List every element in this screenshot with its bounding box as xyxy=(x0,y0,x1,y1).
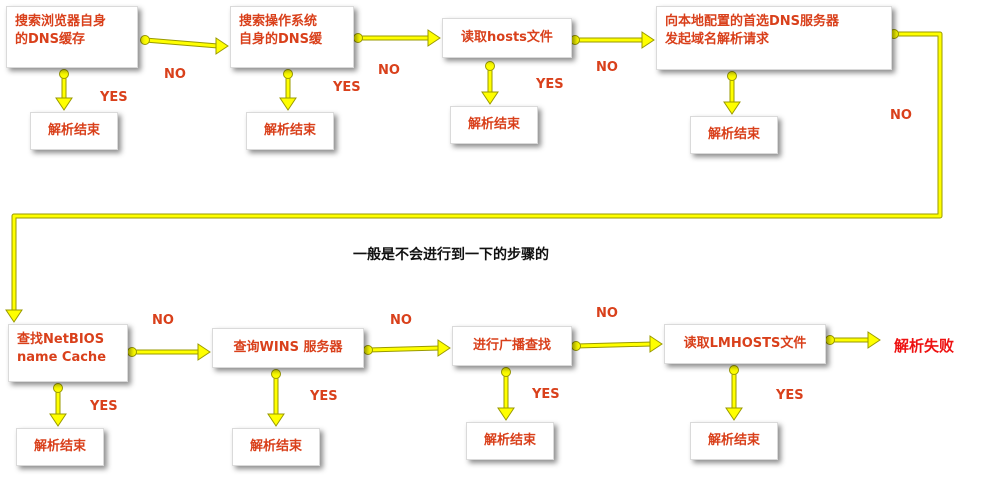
step-os-dns-cache-line2: 自身的DNS缓 xyxy=(239,32,323,47)
connector-no-1-start-dot xyxy=(140,35,150,45)
connector-no-4-arrowhead xyxy=(5,309,23,323)
no-label-3: NO xyxy=(596,60,618,75)
resolve-failed-text: 解析失败 xyxy=(894,337,955,355)
connector-no-5-start-dot xyxy=(127,347,137,357)
connector-no-6-start-dot xyxy=(363,345,373,355)
connector-yes-7-start-dot xyxy=(501,367,511,377)
step-query-wins-label: 查询WINS 服务器 xyxy=(233,340,343,355)
yes-label-2: YES xyxy=(333,80,361,95)
connector-yes-2-arrowhead xyxy=(279,97,297,111)
connector-yes-2-start-dot xyxy=(283,69,293,79)
result-end-4-label: 解析结束 xyxy=(707,127,760,142)
connector-fail-start-dot xyxy=(825,335,835,345)
result-end-2-label: 解析结束 xyxy=(263,123,316,138)
result-end-1-label: 解析结束 xyxy=(47,123,100,138)
step-query-dns-server-line2: 发起域名解析请求 xyxy=(665,32,770,47)
no-label-2: NO xyxy=(378,63,400,78)
step-read-lmhosts-label: 读取LMHOSTS文件 xyxy=(683,336,807,351)
no-label-6: NO xyxy=(390,313,412,328)
connector-no-7-start-dot xyxy=(571,341,581,351)
connector-no-7-line xyxy=(575,341,653,349)
result-end-6: 解析结束 xyxy=(232,428,320,466)
note-text: 一般是不会进行到一下的步骤的 xyxy=(353,247,549,263)
result-end-8: 解析结束 xyxy=(690,422,778,460)
step-os-dns-cache: 搜索操作系统 自身的DNS缓 xyxy=(230,6,354,68)
connector-no-2-start-dot xyxy=(353,33,363,43)
step-browser-dns-cache-line2: 的DNS缓存 xyxy=(15,32,86,47)
step-netbios-cache-line1: 查找NetBIOS xyxy=(17,332,105,347)
connector-yes-1-arrowhead xyxy=(55,97,73,111)
step-read-hosts-label: 读取hosts文件 xyxy=(461,30,553,45)
result-end-1: 解析结束 xyxy=(30,112,118,150)
no-label-5: NO xyxy=(152,313,174,328)
yes-label-5: YES xyxy=(310,389,338,404)
connector-yes-1-start-dot xyxy=(59,69,69,79)
step-read-hosts: 读取hosts文件 xyxy=(442,18,572,58)
connector-yes-8-start-dot xyxy=(729,365,739,375)
connector-no-4-line xyxy=(11,31,943,310)
no-label-7: NO xyxy=(596,306,618,321)
result-end-7: 解析结束 xyxy=(466,422,554,460)
no-label-1: NO xyxy=(164,67,186,82)
connector-yes-6-start-dot xyxy=(271,369,281,379)
connector-yes-5-arrowhead xyxy=(49,413,67,427)
connector-yes-3-arrowhead xyxy=(481,91,499,105)
result-end-6-label: 解析结束 xyxy=(249,439,302,454)
connector-yes-7-arrowhead xyxy=(497,407,515,421)
result-end-4: 解析结束 xyxy=(690,116,778,154)
step-netbios-cache-line2: name Cache xyxy=(17,350,107,365)
yes-label-6: YES xyxy=(532,387,560,402)
result-end-3: 解析结束 xyxy=(450,106,538,144)
connector-fail-arrowhead xyxy=(867,331,881,349)
yes-label-3: YES xyxy=(536,77,564,92)
connector-no-1-line xyxy=(144,37,219,49)
step-browser-dns-cache: 搜索浏览器自身 的DNS缓存 xyxy=(6,6,138,68)
connector-no-2-arrowhead xyxy=(427,29,441,47)
connector-yes-4-arrowhead xyxy=(723,101,741,115)
step-query-dns-server: 向本地配置的首选DNS服务器 发起域名解析请求 xyxy=(656,6,892,70)
step-broadcast: 进行广播查找 xyxy=(452,326,572,366)
result-end-5-label: 解析结束 xyxy=(33,439,86,454)
result-end-5: 解析结束 xyxy=(16,428,104,466)
result-end-7-label: 解析结束 xyxy=(483,433,536,448)
result-end-8-label: 解析结束 xyxy=(707,433,760,448)
connector-yes-4-start-dot xyxy=(727,71,737,81)
step-read-lmhosts: 读取LMHOSTS文件 xyxy=(664,324,826,364)
step-os-dns-cache-line1: 搜索操作系统 xyxy=(239,14,318,29)
step-query-dns-server-line1: 向本地配置的首选DNS服务器 xyxy=(665,14,840,29)
connector-no-5-arrowhead xyxy=(197,343,211,361)
no-label-4: NO xyxy=(890,108,912,123)
result-end-3-label: 解析结束 xyxy=(467,117,520,132)
connector-no-7-arrowhead xyxy=(649,335,663,353)
connector-yes-6-arrowhead xyxy=(267,413,285,427)
step-browser-dns-cache-line1: 搜索浏览器自身 xyxy=(15,14,107,29)
connector-no-3-arrowhead xyxy=(641,31,655,49)
step-query-wins: 查询WINS 服务器 xyxy=(212,328,364,368)
yes-label-7: YES xyxy=(776,388,804,403)
connector-no-6-line xyxy=(367,345,441,353)
connector-yes-8-arrowhead xyxy=(725,407,743,421)
connector-yes-3-start-dot xyxy=(485,61,495,71)
connector-yes-5-start-dot xyxy=(53,383,63,393)
result-end-2: 解析结束 xyxy=(246,112,334,150)
yes-label-1: YES xyxy=(100,90,128,105)
yes-label-4: YES xyxy=(90,399,118,414)
step-broadcast-label: 进行广播查找 xyxy=(472,338,551,353)
connector-no-1-arrowhead xyxy=(215,37,229,55)
step-netbios-cache: 查找NetBIOS name Cache xyxy=(8,324,128,382)
connector-no-6-arrowhead xyxy=(437,339,451,357)
